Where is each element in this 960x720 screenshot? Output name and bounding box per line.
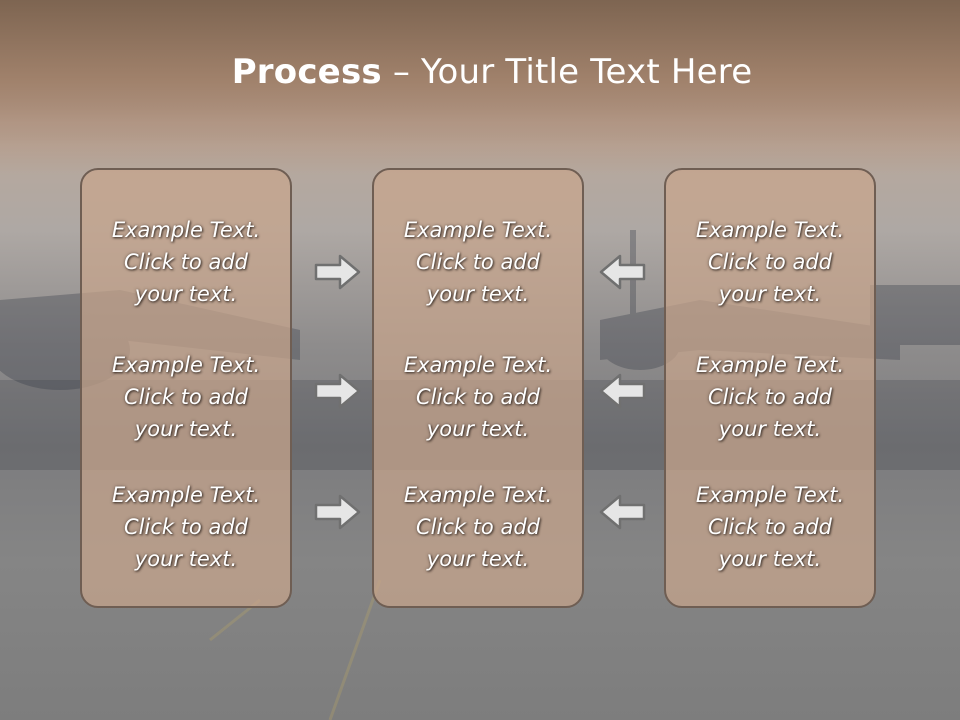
item-line: Example Text. [695, 483, 845, 507]
item-line: your text. [426, 417, 530, 441]
item-line: Click to add [415, 250, 540, 274]
arrow-right-icon[interactable] [313, 252, 363, 292]
item-line: your text. [134, 547, 238, 571]
process-box-left[interactable]: Example Text. Click to add your text. Ex… [80, 168, 292, 608]
arrow-left-icon[interactable] [597, 371, 647, 411]
item-line: your text. [718, 282, 822, 306]
item-line: Example Text. [695, 218, 845, 242]
text-placeholder[interactable]: Example Text. Click to add your text. [666, 479, 874, 575]
process-box-right[interactable]: Example Text. Click to add your text. Ex… [664, 168, 876, 608]
text-placeholder[interactable]: Example Text. Click to add your text. [82, 349, 290, 445]
item-line: your text. [718, 547, 822, 571]
item-line: your text. [134, 417, 238, 441]
title-rest-text: – Your Title Text Here [381, 52, 753, 92]
arrow-left-icon[interactable] [597, 252, 647, 292]
item-line: your text. [134, 282, 238, 306]
item-line: Click to add [707, 250, 832, 274]
text-placeholder[interactable]: Example Text. Click to add your text. [666, 214, 874, 310]
item-line: Click to add [415, 515, 540, 539]
text-placeholder[interactable]: Example Text. Click to add your text. [374, 214, 582, 310]
arrow-left-icon[interactable] [597, 492, 647, 532]
text-placeholder[interactable]: Example Text. Click to add your text. [374, 479, 582, 575]
item-line: Example Text. [111, 218, 261, 242]
title-bold-text: Process [231, 52, 382, 92]
text-placeholder[interactable]: Example Text. Click to add your text. [82, 479, 290, 575]
item-line: Example Text. [403, 218, 553, 242]
item-line: Example Text. [695, 353, 845, 377]
item-line: Click to add [123, 250, 248, 274]
item-line: Click to add [707, 385, 832, 409]
item-line: Example Text. [111, 353, 261, 377]
item-line: Click to add [123, 385, 248, 409]
item-line: Example Text. [403, 353, 553, 377]
item-line: Example Text. [111, 483, 261, 507]
arrow-right-icon[interactable] [313, 371, 363, 411]
text-placeholder[interactable]: Example Text. Click to add your text. [666, 349, 874, 445]
slide-title[interactable]: Process – Your Title Text Here [0, 52, 960, 92]
item-line: your text. [426, 282, 530, 306]
item-line: your text. [718, 417, 822, 441]
item-line: Click to add [123, 515, 248, 539]
title-band [0, 0, 960, 175]
item-line: Example Text. [403, 483, 553, 507]
item-line: your text. [426, 547, 530, 571]
process-box-center[interactable]: Example Text. Click to add your text. Ex… [372, 168, 584, 608]
text-placeholder[interactable]: Example Text. Click to add your text. [374, 349, 582, 445]
arrow-right-icon[interactable] [313, 492, 363, 532]
text-placeholder[interactable]: Example Text. Click to add your text. [82, 214, 290, 310]
item-line: Click to add [415, 385, 540, 409]
item-line: Click to add [707, 515, 832, 539]
